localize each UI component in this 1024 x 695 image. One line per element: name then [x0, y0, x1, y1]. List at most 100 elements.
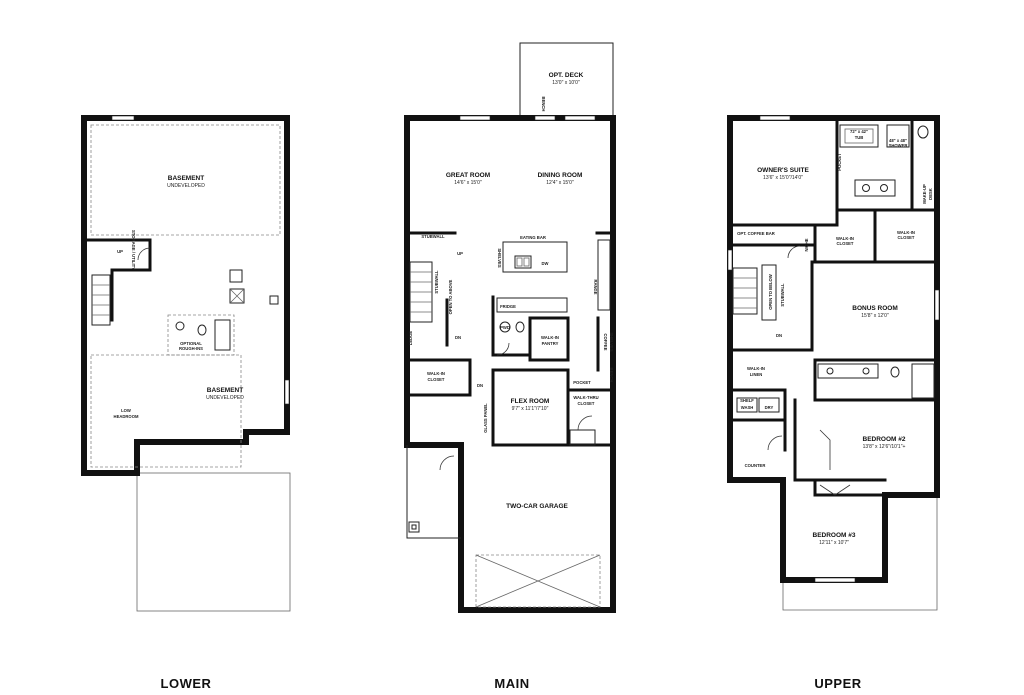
owners-suite-dim: 13'6" x 15'0"/14'0"	[763, 175, 803, 181]
upper-stubwall-label: STUBWALL	[780, 283, 785, 307]
lower-stair	[91, 274, 111, 326]
basement-bottom-sub: UNDEVELOPED	[206, 395, 244, 401]
bedroom2-name: BEDROOM #2	[863, 436, 906, 443]
ensuite-pocket-label: POCKET	[837, 153, 842, 171]
ledge-label: LEDGE	[408, 331, 413, 346]
coffee-shelves-label-1: COFFEE	[603, 334, 608, 351]
lower-stair-wall	[86, 238, 152, 322]
lower-window-side	[284, 379, 290, 405]
flex-room-dim: 9'7" x 11'1"/7'10"	[512, 406, 549, 412]
closet-bifold-b3	[819, 484, 851, 496]
pwd-toilet-icon	[515, 321, 525, 333]
shower-label-1: 48" x 48"	[889, 138, 907, 143]
walkin-closet-b-label-1: WALK-IN	[897, 230, 915, 235]
glass-panel-label: GLASS PANEL	[483, 403, 488, 433]
bonus-room-name: BONUS ROOM	[852, 305, 898, 312]
lower-up-label: UP	[117, 249, 123, 254]
open-to-below-rail	[761, 264, 777, 321]
rough-ins-label-1: OPTIONAL	[180, 341, 202, 346]
pwd-sink-icon	[499, 321, 511, 333]
fridge-label: FRIDGE	[500, 304, 516, 309]
walkin-closet-a-label-1: WALK-IN	[836, 236, 854, 241]
walkin-closet-b-label-2: CLOSET	[898, 235, 915, 240]
bedroom2-dim: 13'8" x 12'6"/10'1"+	[863, 444, 906, 450]
pocket-label: POCKET	[573, 380, 591, 385]
garage-name: TWO-CAR GARAGE	[506, 503, 568, 510]
pwd-label: PWD	[500, 325, 510, 330]
makeup-desk-label-1: MAKE-UP	[922, 184, 927, 204]
walkthru-closet-label-1: WALK-THRU	[573, 395, 598, 400]
sump-icon	[269, 295, 279, 305]
upper-floor: OWNER'S SUITE 13'6" x 15'0"/14'0" 72" x …	[727, 115, 940, 691]
main-bath-tub-icon	[911, 363, 935, 399]
ensuite-vanity	[854, 179, 896, 197]
main-floor-title: MAIN	[494, 676, 529, 691]
owners-suite-name: OWNER'S SUITE	[757, 167, 809, 174]
dw-label: DW	[542, 261, 549, 266]
basement-bottom-name: BASEMENT	[207, 387, 244, 394]
furnace-icon	[229, 269, 243, 283]
main-stubwall-label: STUBWALL	[421, 234, 445, 239]
bedroom3-name: BEDROOM #3	[813, 532, 856, 539]
kitchen-sink-icon	[514, 255, 532, 269]
main-closet-walls	[405, 358, 472, 397]
upper-floor-title: UPPER	[814, 676, 861, 691]
upper-roof-outline	[782, 495, 938, 611]
opt-coffee-bar-label: OPT. COFFEE BAR	[737, 231, 775, 236]
flex-room-name: FLEX ROOM	[511, 398, 550, 405]
range-counter	[597, 239, 611, 311]
walkin-pantry-label-1: WALK-IN	[541, 335, 559, 340]
porch-post-icon	[408, 521, 420, 533]
upper-dn-label: DN	[776, 333, 782, 338]
open-to-above-label: OPEN TO ABOVE	[448, 279, 453, 314]
walkthru-closet-label-2: CLOSET	[578, 401, 595, 406]
storage-door-swing	[137, 247, 151, 261]
front-door-swing	[439, 455, 455, 471]
owners-suite-walls	[728, 116, 839, 227]
rough-in-sink-icon	[175, 321, 185, 331]
rough-in-toilet-icon	[197, 324, 207, 336]
flex-dn-label: DN	[477, 383, 483, 388]
makeup-desk-label-2: DESK	[928, 188, 933, 200]
shower-icon	[886, 124, 910, 148]
main-bath-toilet-icon	[890, 366, 900, 378]
dining-room-name: DINING ROOM	[538, 172, 583, 179]
porch-outline	[406, 445, 461, 539]
main-bath-vanity	[817, 363, 879, 379]
great-room-dim: 14'6" x 15'0"	[454, 180, 482, 186]
low-headroom-label-1: LOW	[121, 408, 131, 413]
overhead-garage-door	[475, 554, 601, 608]
tub-icon	[839, 124, 879, 148]
open-to-below-label: OPEN TO BELOW	[768, 274, 773, 310]
dryer-icon	[758, 397, 780, 413]
main-exterior-wall	[404, 115, 616, 613]
main-dn-stair-label: DN	[455, 335, 461, 340]
main-walkin-closet-label-2: CLOSET	[428, 377, 445, 382]
laundry-shelf-label: SHELF	[740, 398, 754, 403]
mud-bench-label: BENCH	[609, 368, 614, 383]
basement-top-outline	[90, 124, 281, 236]
tub-label-2: TUB	[855, 135, 864, 140]
ensuite-toilet-icon	[917, 125, 929, 139]
opt-deck-name: OPT. DECK	[549, 72, 584, 79]
main-stubwall-side-label: STUBWALL	[434, 270, 439, 294]
main-up-label: UP	[457, 251, 463, 256]
walkin-closet-a-label-2: CLOSET	[837, 241, 854, 246]
rough-ins-area	[167, 314, 235, 356]
tub-label-1: 72" x 42"	[850, 129, 868, 134]
upper-stair	[732, 267, 758, 315]
washer-label: WASH	[741, 405, 754, 410]
coffee-shelves-label-2: SHELVES	[609, 332, 614, 351]
walkin-pantry-label-2: PANTRY	[542, 341, 559, 346]
garage-steps	[569, 429, 596, 446]
counter-label: COUNTER	[745, 463, 766, 468]
garage-slab-outline	[136, 472, 291, 612]
shelves-label: SHELVES	[497, 248, 502, 267]
lower-exterior-wall	[81, 115, 290, 476]
lower-storage-label: STORAGE / UTILITY	[131, 230, 136, 270]
walkin-linen-label-1: WALK-IN	[747, 366, 765, 371]
dryer-label: DRY	[765, 405, 774, 410]
patio-door	[534, 115, 556, 121]
main-floor: OPT. DECK 13'0" x 10'0" BENCH	[404, 42, 616, 691]
